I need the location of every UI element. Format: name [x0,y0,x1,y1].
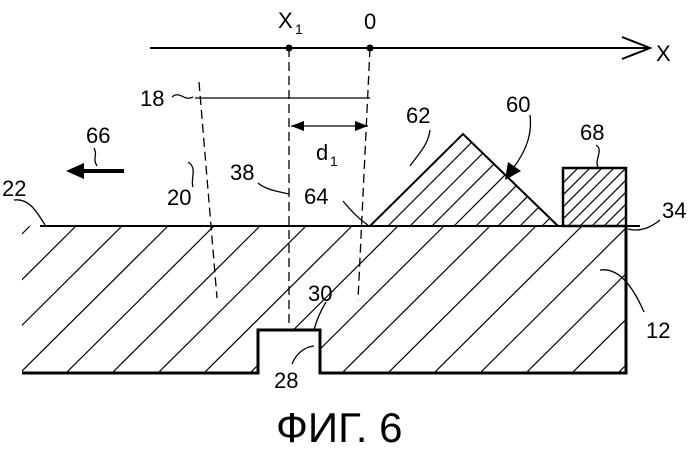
leader-28 [292,346,314,364]
hatch-line [542,134,634,226]
hatch-line [388,134,480,226]
ref-64: 64 [304,184,328,209]
hatch-line [568,168,626,226]
leader-20 [188,162,193,187]
hatch-line [0,226,122,375]
x1-subscript: 1 [295,21,303,37]
leader-30 [314,302,326,330]
direction-arrow-66 [66,148,124,179]
hatch-line [556,168,614,226]
hatch-line [366,134,458,226]
hatch-line [454,134,546,226]
leader-68 [596,145,599,167]
leader-18 [172,95,193,99]
origin-label: 0 [364,9,376,34]
hatch-line [0,226,30,375]
leader-60 [505,115,530,180]
hatch-line [544,168,602,226]
leader-38 [258,183,289,194]
ref-34: 34 [662,198,686,223]
figure-caption: ФИГ. 6 [276,404,402,451]
hatch-line [580,168,638,226]
ref-28: 28 [274,368,298,393]
distance-subscript: 1 [330,153,338,169]
ref-60: 60 [506,92,530,117]
beam-dashed-line [199,82,217,298]
hatch-line [340,226,490,375]
x-axis-label: X [656,41,671,66]
hatch-line [110,226,260,375]
hatch-line [604,168,662,226]
distance-d1-arrow [291,121,368,131]
leader-64 [343,201,368,225]
ref-30: 30 [308,281,332,306]
ref-20: 20 [167,185,191,210]
ref-18: 18 [140,86,164,111]
origin-dashed-line [358,48,370,300]
x1-label: X [278,8,293,33]
x-axis [150,37,650,59]
hatch-line [476,134,568,226]
hatch-line [18,226,168,375]
hatch-line [64,226,214,375]
ref-62: 62 [406,103,430,128]
substrate-12 [0,226,699,375]
hatch-line [344,134,436,226]
ref-66: 66 [86,123,110,148]
ref-38: 38 [230,160,254,185]
leader-22 [14,200,45,225]
hatch-line [592,168,650,226]
hatch-line [532,168,590,226]
leader-34 [628,220,660,230]
ref-68: 68 [580,120,604,145]
hatch-line [478,226,628,375]
leader-62 [410,130,430,166]
hatch-line [616,226,699,375]
hatch-line [156,226,306,375]
hatch-line [524,226,674,375]
hatch-line [0,226,76,375]
ref-12: 12 [646,318,670,343]
hatch-line [386,226,536,375]
hatch-line [432,226,582,375]
hatch-line [570,226,699,375]
hatch-line [300,134,392,226]
leader-12 [600,270,644,312]
distance-label: d [316,140,328,165]
ref-22: 22 [2,176,26,201]
hatch-line [322,134,414,226]
